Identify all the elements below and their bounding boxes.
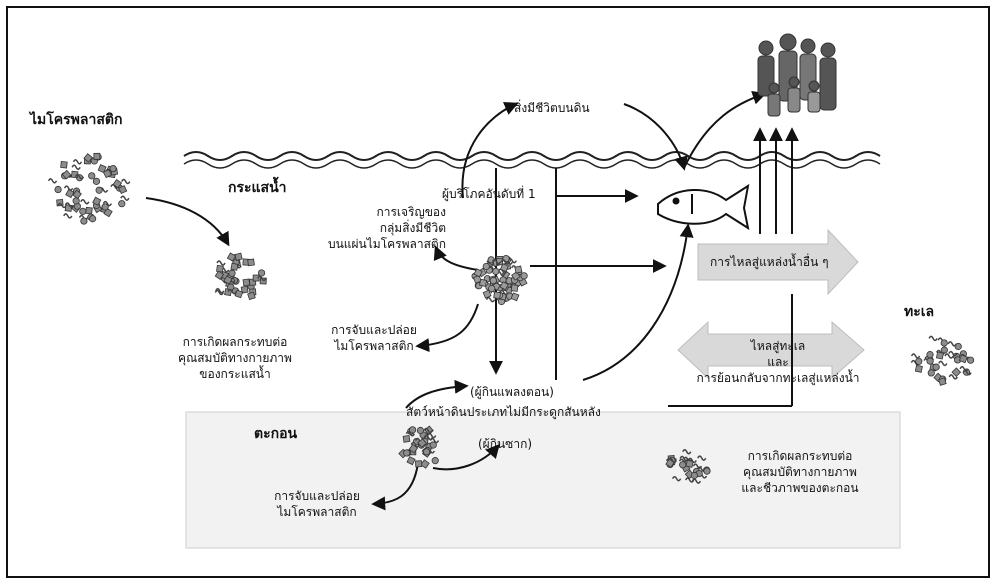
label-terrestrial: สิ่งมีชีวิตบนดิน xyxy=(514,100,590,116)
label-plankton-eater: (ผู้กินแพลงตอน) xyxy=(470,384,554,400)
microplastic-cluster-icon xyxy=(49,153,130,224)
label-sea: ทะเล xyxy=(904,304,934,320)
diagram-frame: ไมโครพลาสติก กระแสน้ำ ทะเล ตะกอน สิ่งมีช… xyxy=(6,6,990,578)
label-benthic: สัตว์หน้าดินประเภทไม่มีกระดูกสันหลัง xyxy=(406,404,601,420)
label-capture-release-2: การจับและปล่อย ไมโครพลาสติก xyxy=(262,488,372,520)
label-microplastic: ไมโครพลาสติก xyxy=(30,112,122,128)
label-capture-release-1: การจับและปล่อย ไมโครพลาสติก xyxy=(318,322,430,354)
label-flow-other: การไหลสู่แหล่งน้ำอื่น ๆ xyxy=(710,254,829,270)
label-primary-consumer: ผู้บริโภคอันดับที่ 1 xyxy=(442,186,536,202)
label-biofilm: การเจริญของ กลุ่มสิ่งมีชีวิต บนแผ่นไมโคร… xyxy=(306,204,446,252)
microplastic-cluster-icon xyxy=(215,253,266,300)
label-sediment: ตะกอน xyxy=(254,426,297,442)
fish-icon xyxy=(658,186,748,228)
label-impact-current: การเกิดผลกระทบต่อ คุณสมบัติทางกายภาพ ของ… xyxy=(168,334,302,382)
microplastic-cluster-icon xyxy=(472,255,527,304)
label-flow-sea: ไหลสู่ทะเล และ การย้อนกลับจากทะเลสู่แหล่… xyxy=(678,338,878,386)
microplastic-cluster-icon xyxy=(911,336,973,385)
label-impact-sediment: การเกิดผลกระทบต่อ คุณสมบัติทางกายภาพ และ… xyxy=(730,448,870,496)
label-detritus-eater: (ผู้กินซาก) xyxy=(478,436,532,452)
people-group-icon xyxy=(758,34,836,116)
label-current: กระแสน้ำ xyxy=(228,180,287,196)
